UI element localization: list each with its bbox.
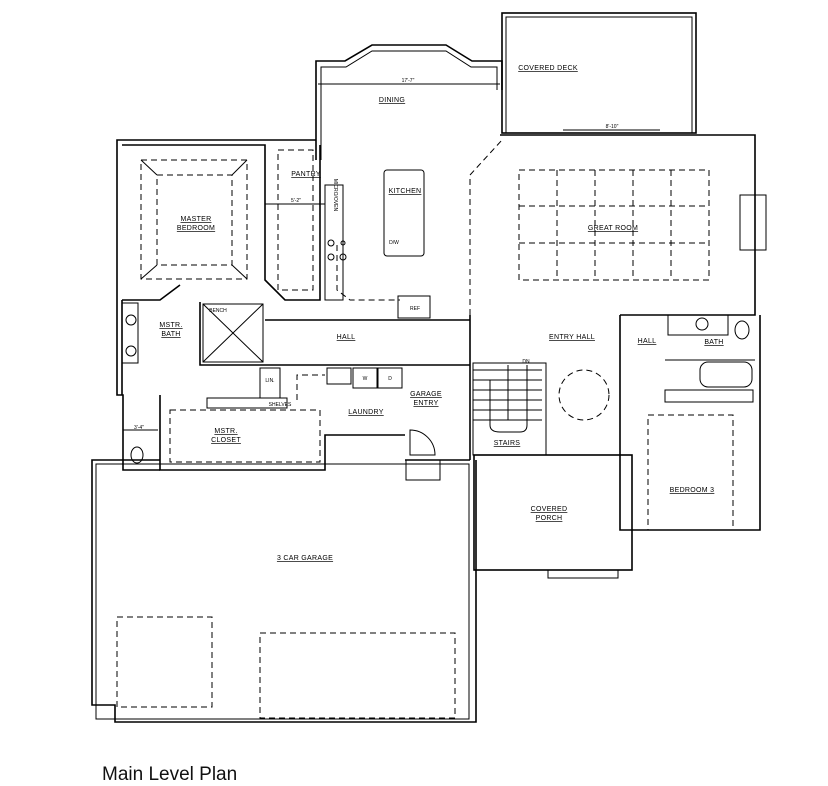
label-dryer: D (388, 376, 392, 382)
laundry-room (296, 367, 470, 481)
pantry-shelves (277, 149, 314, 291)
master-bedroom-ceiling (140, 159, 248, 280)
label-kitchen: KITCHEN (389, 188, 422, 195)
label-washer: W (363, 376, 368, 382)
label-covered-porch-2: PORCH (536, 515, 563, 522)
covered-deck (501, 12, 697, 134)
label-master-closet-2: CLOSET (211, 437, 241, 444)
label-lin: LIN. (265, 378, 274, 384)
kitchen-counters (324, 169, 431, 319)
label-dining: DINING (379, 97, 405, 104)
master-bath (121, 302, 264, 364)
entry-door-swing (558, 369, 610, 421)
dim-pantry: 5'-2" (291, 198, 301, 204)
label-bench: BENCH (209, 308, 227, 314)
label-laundry: LAUNDRY (348, 409, 383, 416)
label-master-bedroom-1: MASTER (181, 216, 212, 223)
dining-walls (315, 44, 503, 160)
label-bedroom-3: BEDROOM 3 (670, 487, 715, 494)
label-master-closet-1: MSTR. (214, 428, 237, 435)
label-pantry: PANTRY (291, 171, 321, 178)
dim-deck: 8'-10" (606, 124, 619, 130)
label-oven: MICRO/OVEN (332, 179, 338, 212)
label-master-bath-2: BATH (161, 331, 180, 338)
label-master-bedroom-2: BEDROOM (177, 225, 215, 232)
stairs (472, 362, 547, 456)
label-ref: REF (410, 306, 420, 312)
label-dw: D/W (389, 240, 399, 246)
dim-wc: 3'-4" (134, 425, 144, 431)
master-closet (123, 367, 405, 471)
label-hall: HALL (337, 334, 356, 341)
label-garage: 3 CAR GARAGE (277, 555, 333, 562)
label-garage-entry-2: ENTRY (413, 400, 438, 407)
garage (91, 459, 477, 723)
label-covered-porch-1: COVERED (531, 506, 568, 513)
dim-dining: 17'-7" (402, 78, 415, 84)
label-master-bath-1: MSTR. (159, 322, 182, 329)
label-bath: BATH (704, 339, 723, 346)
label-dn: DN (522, 359, 530, 365)
kitchen-island (383, 169, 425, 257)
main-walls (116, 134, 767, 471)
label-great-room: GREAT ROOM (588, 225, 638, 232)
great-room-ceiling (469, 139, 710, 315)
plan-title: Main Level Plan (102, 764, 238, 785)
label-hall-east: HALL (638, 338, 657, 345)
label-covered-deck: COVERED DECK (518, 65, 578, 72)
label-shelves: SHELVES (269, 402, 292, 408)
east-wing (619, 314, 761, 531)
label-stairs: STAIRS (494, 440, 521, 447)
covered-porch (473, 454, 633, 579)
label-entry-hall: ENTRY HALL (549, 334, 595, 341)
label-garage-entry-1: GARAGE (410, 391, 442, 398)
